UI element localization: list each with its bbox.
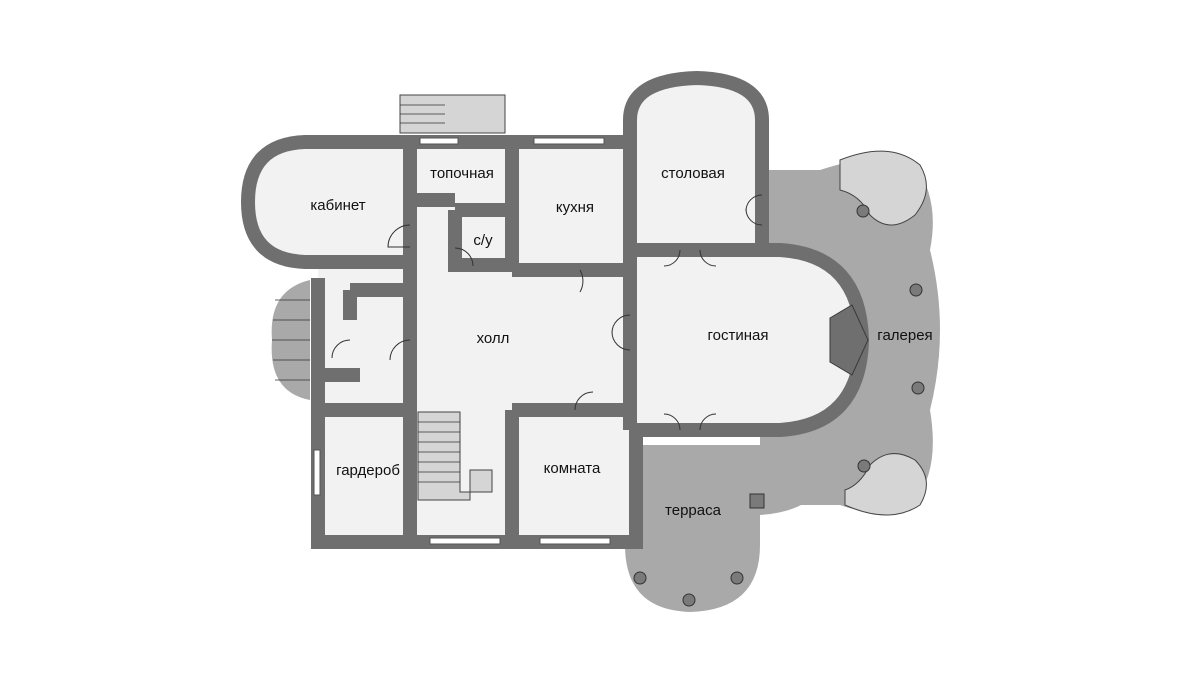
terrace-area — [625, 445, 831, 612]
room-label-gostinaya: гостиная — [708, 327, 769, 344]
windows — [313, 137, 611, 545]
room-label-kholl: холл — [477, 330, 510, 347]
room-label-topochnaya: топочная — [430, 165, 494, 182]
room-label-su: с/у — [473, 232, 493, 249]
column — [749, 493, 765, 509]
room-label-garderob: гардероб — [336, 462, 400, 479]
column — [856, 204, 870, 218]
column — [911, 381, 925, 395]
room-label-kukhnya: кухня — [556, 199, 594, 216]
entrance-stair-steps — [272, 299, 310, 381]
column — [633, 571, 647, 585]
column — [909, 283, 923, 297]
room-label-terrasa: терраса — [665, 502, 722, 519]
interior-stair — [417, 411, 493, 501]
porch-stair-steps — [400, 104, 445, 124]
room-label-komnata: комната — [544, 460, 601, 477]
room-label-kabinet: кабинет — [310, 197, 365, 214]
room-label-stolovaya: столовая — [661, 165, 725, 182]
room-label-galereya: галерея — [877, 327, 932, 344]
column — [857, 459, 871, 473]
doors — [331, 194, 763, 431]
column — [682, 593, 696, 607]
column — [730, 571, 744, 585]
